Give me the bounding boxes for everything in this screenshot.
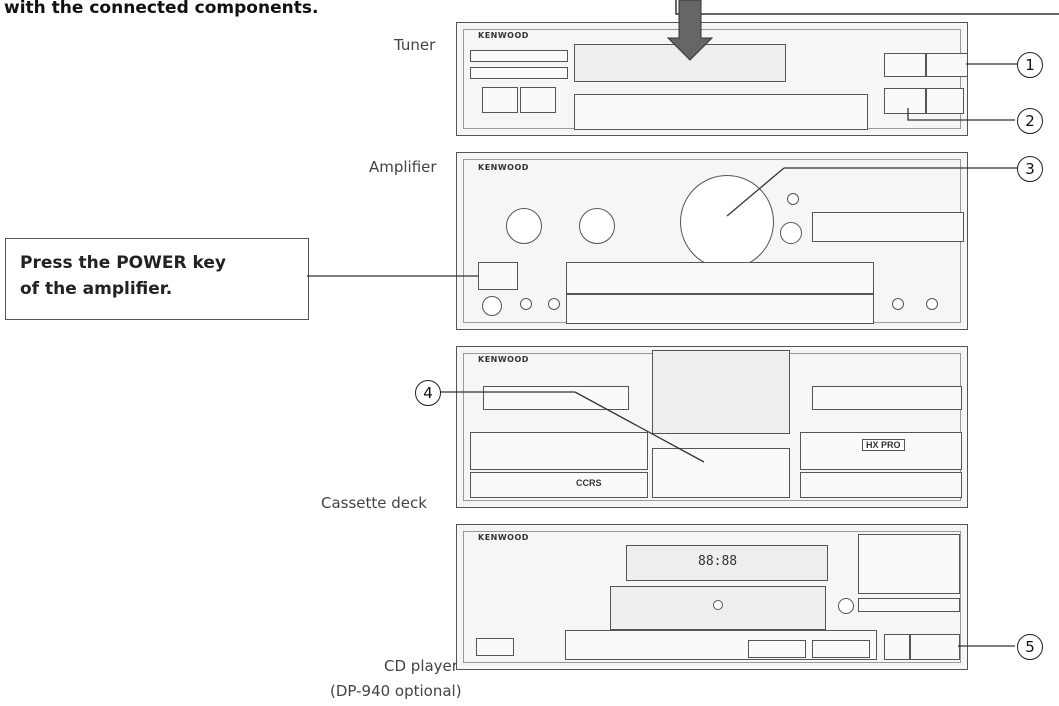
- cd-search-buttons[interactable]: [812, 640, 870, 658]
- tuner-preset-row-2[interactable]: [470, 67, 568, 79]
- cd-level-knob[interactable]: [838, 598, 854, 614]
- dolby-badge: CCRS: [576, 478, 602, 488]
- cd-skip-buttons[interactable]: [748, 640, 806, 658]
- balance-knob[interactable]: [780, 222, 802, 244]
- arrow-down-icon: [666, 0, 714, 61]
- treble-knob[interactable]: [579, 208, 615, 244]
- bass-knob[interactable]: [506, 208, 542, 244]
- amplifier-brand-logo: KENWOOD: [478, 163, 529, 172]
- callout-line-2: of the amplifier.: [20, 279, 173, 299]
- cd-play-button[interactable]: [884, 634, 910, 660]
- cd-display-readout: 88:88: [698, 554, 738, 569]
- input-selector-keys[interactable]: [566, 294, 874, 324]
- instruction-callout-text: Press the POWER key of the amplifier.: [20, 250, 226, 302]
- deck-b-tray: [800, 472, 962, 498]
- deck-b-door[interactable]: [812, 386, 962, 410]
- tuner-memory-button[interactable]: [520, 87, 556, 113]
- cd-power-button[interactable]: [476, 638, 514, 656]
- tuner-brand-logo: KENWOOD: [478, 31, 529, 40]
- amplifier-label: Amplifier: [369, 158, 437, 176]
- callout-number-2: 2: [1017, 108, 1043, 134]
- phones-jack[interactable]: [482, 296, 502, 316]
- cd-function-keys[interactable]: [858, 598, 960, 612]
- cd-logo-icon: [713, 600, 723, 610]
- deck-transport-keys[interactable]: [652, 448, 790, 498]
- tuner-preset-row-1[interactable]: [470, 50, 568, 62]
- speakers-b-button[interactable]: [548, 298, 560, 310]
- cd-numeric-keypad[interactable]: [858, 534, 960, 594]
- tuner-band-button[interactable]: [482, 87, 518, 113]
- callout-number-3: 3: [1017, 156, 1043, 182]
- callout-line-1: Press the POWER key: [20, 253, 226, 273]
- amplifier-power-key[interactable]: [478, 262, 518, 290]
- hx-pro-badge: HX PRO: [862, 439, 905, 451]
- cd-stop-button[interactable]: [910, 634, 960, 660]
- speakers-a-button[interactable]: [520, 298, 532, 310]
- tuner-power-button[interactable]: [884, 53, 926, 77]
- deck-b-controls[interactable]: [800, 432, 962, 470]
- instruction-callout-box: [5, 238, 309, 320]
- tuner-tuning-button[interactable]: [884, 88, 926, 114]
- callout-number-4: 4: [415, 380, 441, 406]
- cd-display: [626, 545, 828, 581]
- cassette-deck-label: Cassette deck: [321, 494, 427, 512]
- deck-a-controls[interactable]: [470, 432, 648, 470]
- callout-number-5: 5: [1017, 634, 1043, 660]
- deck-level-display: [652, 350, 790, 434]
- cd-player-note: (DP-940 optional): [330, 682, 462, 700]
- muting-button[interactable]: [787, 193, 799, 205]
- tone-button[interactable]: [892, 298, 904, 310]
- instruction-heading: with the connected components.: [4, 0, 319, 18]
- cd-brand-logo: KENWOOD: [478, 533, 529, 542]
- tuner-timer-button[interactable]: [926, 53, 968, 77]
- deck-a-tray: [470, 472, 648, 498]
- deck-a-door[interactable]: [483, 386, 629, 410]
- callout-number-1: 1: [1017, 52, 1043, 78]
- cassette-brand-logo: KENWOOD: [478, 355, 529, 364]
- input-selector-labels: [566, 262, 874, 294]
- tuner-label: Tuner: [394, 36, 436, 54]
- cd-player-label: CD player: [384, 657, 458, 675]
- loudness-button[interactable]: [926, 298, 938, 310]
- tuner-station-keys[interactable]: [574, 94, 868, 130]
- amplifier-select-panel[interactable]: [812, 212, 964, 242]
- tuner-auto-button[interactable]: [926, 88, 964, 114]
